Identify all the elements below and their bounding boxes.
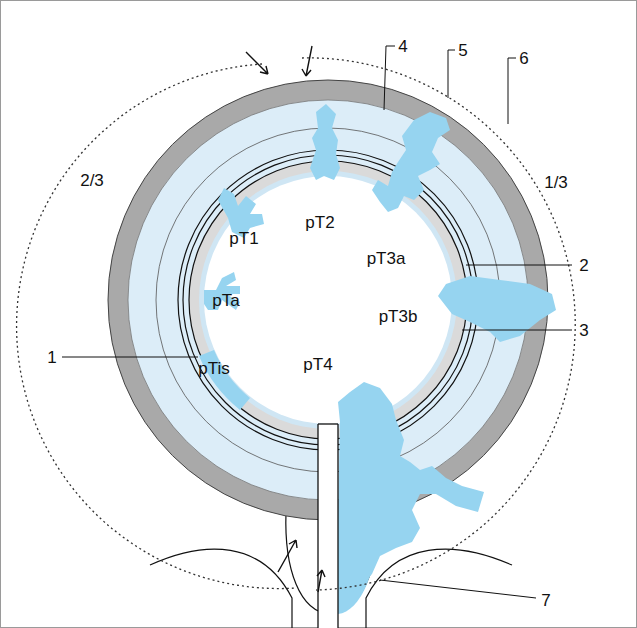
arrow [317, 570, 325, 592]
muscularis-mucosae [183, 155, 473, 445]
muscle-inner-line [178, 150, 478, 450]
stage-label: pTis [196, 359, 232, 378]
two-thirds-arc [17, 64, 296, 589]
lamina-propria [189, 161, 467, 439]
arrow [302, 46, 312, 76]
stage-label: pT2 [303, 213, 336, 232]
fraction-label: 2/3 [78, 171, 106, 190]
tumor-pT4 [338, 382, 484, 592]
leader-line [508, 58, 516, 124]
leader-lines [62, 46, 572, 598]
one-third-arc [302, 58, 575, 590]
tumor-pT3b [438, 276, 556, 342]
body-contour [150, 549, 292, 628]
urethra-lumen [318, 424, 338, 628]
callout-number: 6 [517, 49, 530, 68]
urethra-wall [318, 423, 338, 424]
tumor-pT3a [372, 112, 450, 212]
callout-number: 3 [577, 321, 590, 340]
callout-number: 2 [577, 256, 590, 275]
stage-label: pT3a [365, 249, 408, 268]
arrow [278, 540, 297, 572]
stage-label: pTa [210, 291, 241, 310]
callout-number: 5 [456, 41, 469, 60]
leader-line [384, 46, 395, 110]
stage-label: pT3b [377, 307, 420, 326]
leader-line [462, 330, 572, 331]
stage-label: pT1 [227, 229, 260, 248]
callout-number: 7 [539, 591, 552, 610]
callout-number: 1 [45, 348, 58, 367]
fraction-label: 1/3 [542, 173, 570, 192]
stage-label: pT4 [301, 355, 334, 374]
urothelium [199, 171, 457, 429]
urethra-wall [317, 424, 318, 628]
leader-line [380, 580, 536, 598]
callout-number: 4 [396, 37, 409, 56]
leader-line [466, 265, 572, 266]
leader-line [448, 50, 455, 98]
lumen [204, 176, 452, 424]
tumor-pT2 [310, 104, 340, 180]
arrows [246, 46, 325, 592]
body-contour [366, 549, 512, 628]
tumors [199, 104, 556, 592]
leader-line [62, 357, 198, 358]
urethra-wall [337, 424, 338, 628]
arrow [246, 52, 268, 74]
